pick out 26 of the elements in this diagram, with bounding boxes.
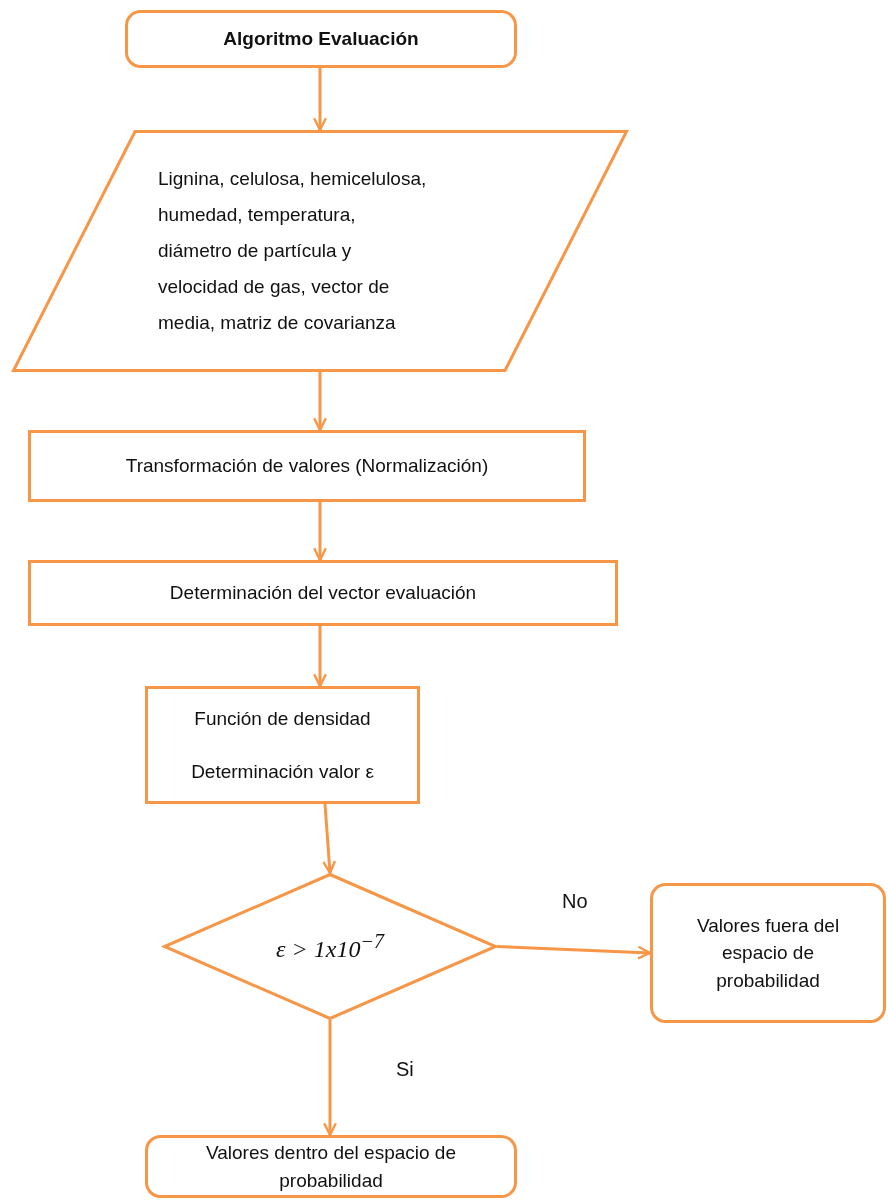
- node-text: Determinación del vector evaluación: [169, 581, 477, 606]
- arrow: [322, 803, 337, 875]
- arrow: [323, 1020, 337, 1137]
- arrow: [313, 502, 327, 562]
- node-text: Función de densidad: [194, 706, 371, 731]
- node-text: Valores dentro del espacio de probabilidad: [205, 1140, 457, 1193]
- arrow: [313, 626, 327, 688]
- decision-diamond: [163, 873, 497, 1020]
- terminal-box: [650, 883, 886, 1023]
- arrow: [313, 68, 327, 132]
- process-box: [28, 560, 618, 626]
- start-terminal: [125, 10, 517, 68]
- edge-label: Si: [396, 1058, 414, 1081]
- node-text: Valores fuera del espacio de probabilidad: [695, 913, 841, 993]
- node-text: Transformación de valores (Normalización): [125, 454, 489, 479]
- node-text: Determinación valor ε: [191, 759, 374, 784]
- node-text: Lignina, celulosa, hemicelulosa, humedad, temperatura, diámetro de partícula y velocidad de gas, vector de media, matriz de covarianza: [158, 167, 428, 335]
- edge-label: No: [562, 890, 588, 913]
- arrow: [313, 372, 327, 432]
- process-box: [145, 686, 420, 804]
- process-box: [28, 430, 586, 502]
- node-text: ε > 1x10$^{−7}$: [276, 928, 384, 964]
- input-parallelogram: [12, 130, 628, 372]
- terminal-box: [145, 1135, 517, 1198]
- node-text: Algoritmo Evaluación: [223, 27, 419, 52]
- arrow: [496, 945, 652, 960]
